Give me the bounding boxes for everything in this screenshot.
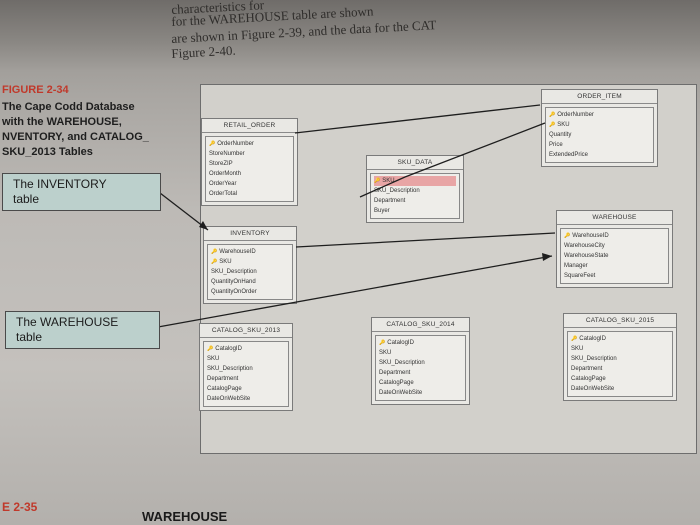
column-name: SKU_Description bbox=[379, 360, 425, 366]
column-list: WarehouseID WarehouseCityWarehouseStateMa… bbox=[560, 228, 669, 284]
figure-title-line: NVENTORY, and CATALOG_ bbox=[2, 131, 149, 143]
callout-warehouse-table: The WAREHOUSE table bbox=[5, 311, 160, 349]
table-name: INVENTORY bbox=[204, 227, 296, 241]
callout-pointer-warehouse bbox=[157, 255, 553, 328]
column-name: SKU bbox=[211, 257, 289, 267]
callout-line: The INVENTORY bbox=[13, 177, 107, 191]
column-name: StoreZIP bbox=[209, 161, 233, 167]
table-order-item: ORDER_ITEM OrderNumberSKU QuantityPriceExt… bbox=[541, 89, 658, 167]
relationship-line-sku-data bbox=[359, 176, 406, 198]
relationship-line-retail-order bbox=[294, 104, 541, 134]
column-name: SKU_Description bbox=[211, 269, 257, 275]
column-name: WarehouseState bbox=[564, 253, 609, 259]
column-name: Price bbox=[549, 142, 563, 148]
table-name: RETAIL_ORDER bbox=[202, 119, 297, 133]
column-name: SKU_Description bbox=[207, 366, 253, 372]
table-catalog-sku-2015: CATALOG_SKU_2015CatalogID SKU SKU_Descript… bbox=[563, 313, 677, 401]
column-name: SquareFeet bbox=[564, 273, 596, 279]
column-name: OrderTotal bbox=[209, 191, 238, 197]
column-name: CatalogID bbox=[571, 334, 669, 344]
table-name: CATALOG_SKU_2014 bbox=[372, 318, 469, 332]
column-name: Quantity bbox=[549, 132, 572, 138]
column-name: SKU_Description bbox=[571, 356, 617, 362]
column-name: SKU bbox=[207, 356, 220, 362]
callout-inventory-table: The INVENTORY table bbox=[2, 173, 161, 211]
figure-number: FIGURE 2-34 bbox=[2, 84, 69, 96]
column-name: DateOnWebSite bbox=[379, 390, 423, 396]
table-name: CATALOG_SKU_2015 bbox=[564, 314, 676, 328]
column-list: CatalogID SKU SKU_DescriptionDepartmentCat… bbox=[375, 335, 466, 401]
column-name: OrderNumber bbox=[549, 110, 650, 120]
footer-figure-ref: E 2-35 bbox=[2, 500, 38, 514]
column-name: WarehouseID bbox=[564, 231, 665, 241]
table-catalog-sku-2013: CATALOG_SKU_2013CatalogID SKU SKU_Descript… bbox=[199, 323, 293, 411]
footer-heading: WAREHOUSE bbox=[142, 509, 228, 524]
column-list: CatalogID SKU SKU_DescriptionDepartmentCat… bbox=[203, 341, 289, 407]
column-name: CatalogPage bbox=[207, 386, 242, 392]
column-name: SKU_Description bbox=[374, 188, 420, 194]
column-name: SKU bbox=[379, 350, 392, 356]
column-name: DateOnWebSite bbox=[207, 396, 251, 402]
table-name: WAREHOUSE bbox=[557, 211, 672, 225]
figure-title-line: The Cape Codd Database bbox=[2, 101, 135, 113]
column-name: QuantityOnOrder bbox=[211, 289, 257, 295]
table-name: SKU_DATA bbox=[367, 156, 463, 170]
table-warehouse: WAREHOUSEWarehouseIDWarehouseCityWarehou… bbox=[556, 210, 673, 288]
callout-pointer-inventory bbox=[159, 192, 209, 231]
column-name: SKU bbox=[549, 120, 650, 130]
column-name: SKU bbox=[374, 176, 456, 186]
column-name: SKU bbox=[571, 346, 584, 352]
relationship-line-inventory-warehouse bbox=[295, 232, 556, 248]
column-name: OrderNumber bbox=[209, 139, 290, 149]
table-inventory: INVENTORY WarehouseIDSKU SKU_DescriptionQu… bbox=[203, 226, 297, 304]
column-name: CatalogID bbox=[379, 338, 462, 348]
column-name: CatalogPage bbox=[571, 376, 606, 382]
column-name: Buyer bbox=[374, 208, 390, 214]
column-name: DateOnWebSite bbox=[571, 386, 615, 392]
table-name: ORDER_ITEM bbox=[542, 90, 657, 104]
column-name: OrderMonth bbox=[209, 171, 242, 177]
callout-line: table bbox=[16, 330, 43, 344]
callout-line: The WAREHOUSE bbox=[16, 315, 119, 329]
column-name: CatalogPage bbox=[379, 380, 414, 386]
arrowhead bbox=[542, 253, 552, 261]
figure-title-line: SKU_2013 Tables bbox=[2, 146, 93, 158]
page-top-shadow bbox=[0, 0, 700, 70]
table-catalog-sku-2014: CATALOG_SKU_2014CatalogID SKU SKU_Descript… bbox=[371, 317, 470, 405]
column-name: CatalogID bbox=[207, 344, 285, 354]
column-name: Department bbox=[571, 366, 603, 372]
column-name: WarehouseCity bbox=[564, 243, 605, 249]
database-diagram: ORDER_ITEMOrderNumberSKUQuantityPriceExt… bbox=[199, 84, 697, 454]
column-list: CatalogID SKU SKU_DescriptionDepartmentCat… bbox=[567, 331, 673, 397]
figure-caption: FIGURE 2-34 The Cape Codd Database with … bbox=[2, 84, 162, 160]
table-retail-order: RETAIL_ORDER OrderNumberStoreNumberStoreZ… bbox=[201, 118, 298, 206]
figure-title-line: with the WAREHOUSE, bbox=[2, 116, 122, 128]
column-name: StoreNumber bbox=[209, 151, 245, 157]
column-name: OrderYear bbox=[209, 181, 237, 187]
column-name: Department bbox=[379, 370, 411, 376]
column-name: Department bbox=[207, 376, 239, 382]
column-name: ExtendedPrice bbox=[549, 152, 589, 158]
column-name: QuantityOnHand bbox=[211, 279, 256, 285]
table-name: CATALOG_SKU_2013 bbox=[200, 324, 292, 338]
column-name: WarehouseID bbox=[211, 247, 289, 257]
column-list: WarehouseIDSKU SKU_DescriptionQuantityOnH… bbox=[207, 244, 293, 300]
column-name: Department bbox=[374, 198, 406, 204]
callout-line: table bbox=[13, 192, 40, 206]
arrowhead bbox=[199, 221, 208, 230]
relationship-line-sku-order-item bbox=[404, 122, 546, 178]
column-name: Manager bbox=[564, 263, 588, 269]
table-sku-data: SKU_DATA SKU SKU_DescriptionDepartmentBuye… bbox=[366, 155, 464, 223]
